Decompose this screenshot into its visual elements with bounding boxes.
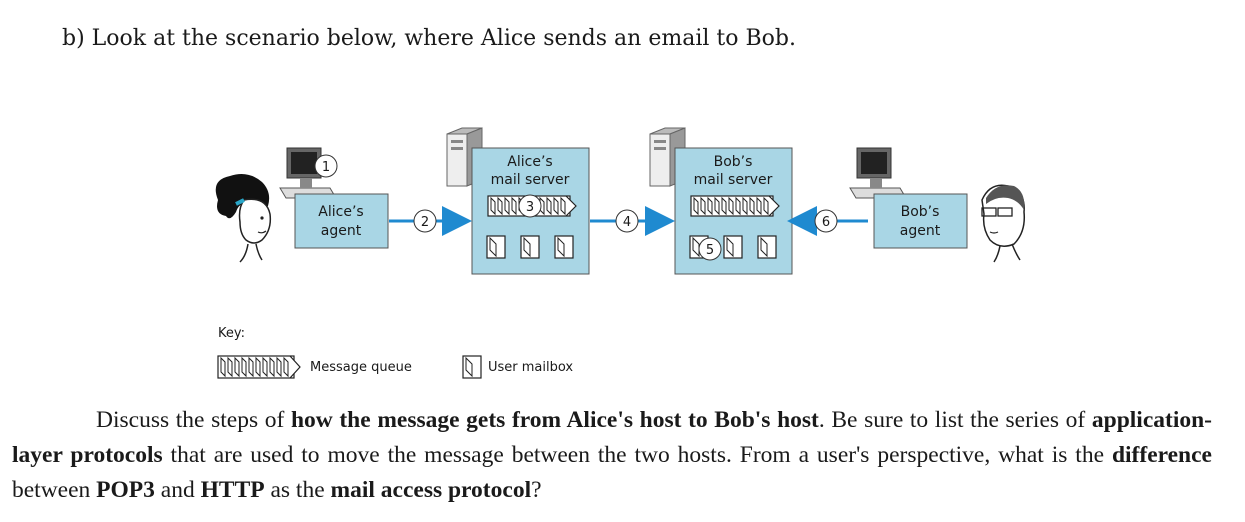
bob-agent-box: Bob’s agent	[873, 193, 968, 249]
paragraph-text-5: and	[154, 477, 201, 503]
step-2-number: 2	[421, 215, 429, 230]
question-paragraph: Discuss the steps of how the message get…	[12, 403, 1212, 508]
alice-agent-label-line1: Alice’s	[318, 204, 363, 220]
step-1-circle: 1	[314, 154, 338, 178]
step-3-circle: 3	[518, 194, 542, 218]
alice-agent-label-line2: agent	[321, 223, 362, 239]
bob-server-label-line2: mail server	[694, 172, 773, 188]
alice-person-icon	[215, 174, 272, 263]
bob-server-mailbox-2	[723, 235, 743, 259]
paragraph-text-4: between	[12, 477, 97, 503]
key-user-mailbox-label: User mailbox	[488, 360, 573, 375]
paragraph-bold-1: how the message gets from Alice's host t…	[290, 407, 819, 433]
bob-server-mailbox-3	[757, 235, 777, 259]
key-user-mailbox-icon	[462, 355, 482, 379]
alice-server-mailbox-3	[554, 235, 574, 259]
step-2-circle: 2	[413, 209, 437, 233]
alice-server-label-line2: mail server	[491, 172, 570, 188]
paragraph-text-1: Discuss the steps of	[96, 407, 291, 433]
paragraph-bold-6: mail access protocol	[330, 477, 532, 503]
queue-glyph-layer	[217, 195, 780, 379]
paragraph-bold-4: POP3	[96, 477, 155, 503]
step-6-number: 6	[822, 215, 830, 230]
bob-server-label-line1: Bob’s	[714, 154, 753, 170]
paragraph-bold-3: difference	[1111, 442, 1212, 468]
step-4-circle: 4	[615, 209, 639, 233]
paragraph-text-6: as the	[264, 477, 331, 503]
key-title: Key:	[218, 326, 245, 341]
step-3-number: 3	[526, 200, 534, 215]
step-4-number: 4	[623, 215, 631, 230]
step-5-number: 5	[706, 243, 714, 258]
question-title: b) Look at the scenario below, where Ali…	[62, 26, 796, 51]
step-6-circle: 6	[814, 209, 838, 233]
alice-server-label-line1: Alice’s	[507, 154, 552, 170]
bob-person-icon	[981, 184, 1026, 263]
alice-server-mailbox-1	[486, 235, 506, 259]
alice-server-icon	[446, 127, 483, 187]
alice-agent-box: Alice’s agent	[294, 193, 389, 249]
paragraph-text-2: . Be sure to list the series of	[818, 407, 1092, 433]
email-flow-diagram: Alice’s agent Alice’s mail server Bob’s …	[215, 127, 1026, 379]
paragraph-text-3: that are used to move the message betwee…	[162, 442, 1112, 468]
paragraph-text-7: ?	[531, 477, 542, 503]
bob-agent-label-line2: agent	[900, 223, 941, 239]
alice-server-mailbox-2	[520, 235, 540, 259]
step-5-circle: 5	[698, 237, 722, 261]
bob-computer-icon	[849, 147, 907, 199]
step-1-number: 1	[322, 160, 330, 175]
bob-agent-label-line1: Bob’s	[901, 204, 940, 220]
paragraph-bold-5: HTTP	[200, 477, 265, 503]
bob-server-message-queue	[690, 195, 780, 217]
paragraph-bold-2: application-layer protocols	[12, 407, 1213, 468]
key-message-queue-label: Message queue	[310, 360, 412, 375]
key-message-queue-icon	[217, 355, 301, 379]
